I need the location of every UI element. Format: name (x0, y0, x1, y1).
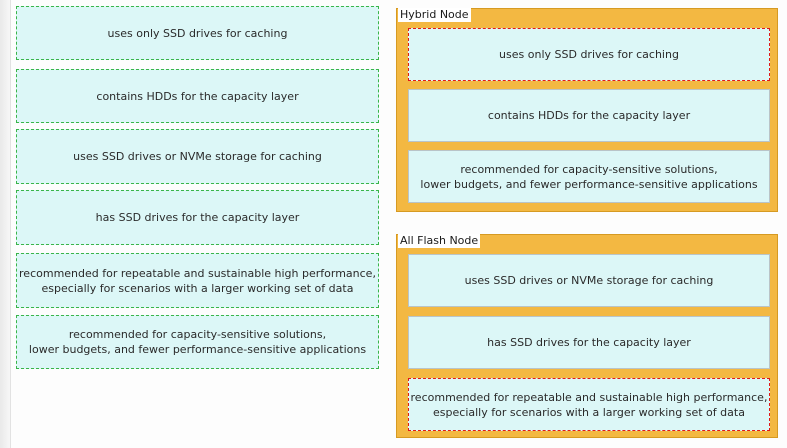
answer-choice-label: recommended for repeatable and sustainab… (19, 266, 376, 295)
all-flash-node-slot-3[interactable]: recommended for repeatable and sustainab… (408, 378, 770, 431)
hybrid-node-title: Hybrid Node (398, 8, 471, 22)
answer-choice-4[interactable]: has SSD drives for the capacity layer (16, 190, 379, 245)
answer-choice-label: uses SSD drives or NVMe storage for cach… (73, 150, 322, 163)
answer-choice-label: uses only SSD drives for caching (107, 26, 288, 40)
hybrid-node-slot-2[interactable]: contains HDDs for the capacity layer (408, 89, 770, 142)
all-flash-node-title: All Flash Node (398, 234, 481, 248)
slot-label: uses only SSD drives for caching (499, 48, 679, 61)
answer-choice-label: recommended for capacity-sensitive solut… (28, 328, 367, 356)
slot-label: uses SSD drives or NVMe storage for cach… (464, 274, 714, 287)
answer-choice-2[interactable]: contains HDDs for the capacity layer (16, 69, 379, 123)
all-flash-node-slot-1[interactable]: uses SSD drives or NVMe storage for cach… (408, 254, 770, 307)
hybrid-node-slot-1[interactable]: uses only SSD drives for caching (408, 28, 770, 81)
answer-choice-3[interactable]: uses SSD drives or NVMe storage for cach… (16, 129, 379, 184)
slot-label: recommended for repeatable and sustainab… (410, 390, 768, 419)
slot-label: recommended for capacity-sensitive solut… (420, 162, 758, 191)
slot-label: has SSD drives for the capacity layer (487, 336, 691, 349)
answer-choice-label: has SSD drives for the capacity layer (95, 211, 300, 224)
answer-choice-6[interactable]: recommended for capacity-sensitive solut… (16, 315, 379, 369)
all-flash-node-slot-2[interactable]: has SSD drives for the capacity layer (408, 316, 770, 369)
hybrid-node-slot-3[interactable]: recommended for capacity-sensitive solut… (408, 150, 770, 203)
slot-label: contains HDDs for the capacity layer (487, 109, 691, 122)
left-rail (0, 0, 11, 448)
answer-choice-1[interactable]: uses only SSD drives for caching (16, 6, 379, 60)
answer-choice-5[interactable]: recommended for repeatable and sustainab… (16, 253, 379, 308)
answer-choice-label: contains HDDs for the capacity layer (96, 89, 299, 103)
